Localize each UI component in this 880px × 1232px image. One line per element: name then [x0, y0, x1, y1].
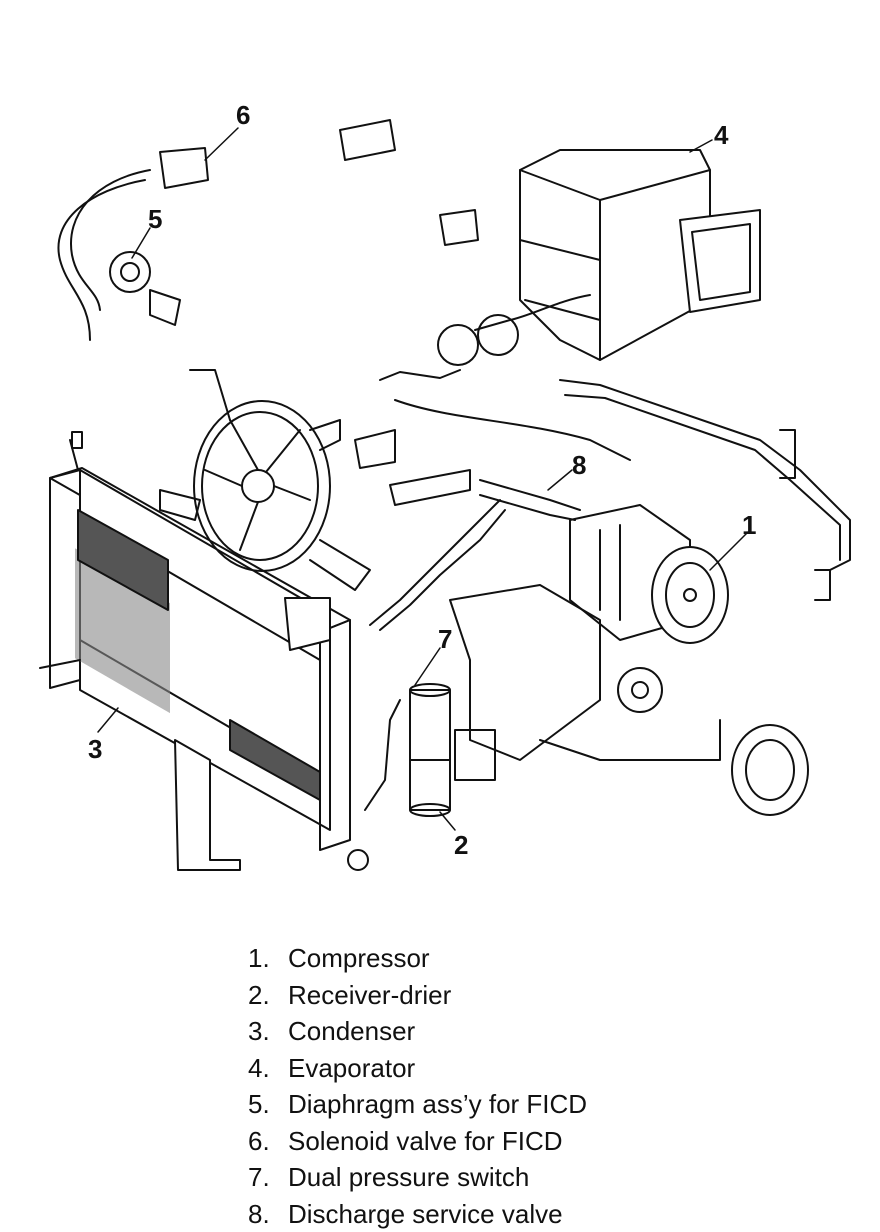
- legend-number: 6.: [248, 1125, 270, 1156]
- callout-5: 5: [148, 204, 163, 234]
- legend-number: 1.: [248, 943, 270, 973]
- legend-label: Evaporator: [288, 1052, 416, 1083]
- callout-8: 8: [572, 450, 587, 480]
- evaporator-drawing: [519, 149, 761, 361]
- receiver-drier-drawing: [409, 683, 496, 817]
- legend-label: Condenser: [288, 1016, 416, 1046]
- callout-2: 2: [454, 830, 469, 860]
- engine-bracket-drawing: [354, 314, 831, 816]
- legend-number: 5.: [248, 1089, 270, 1119]
- legend-item: 6. Solenoid valve for FICD: [248, 1123, 848, 1160]
- callout-7: 7: [438, 624, 453, 654]
- legend-label: Receiver-drier: [288, 979, 452, 1010]
- ac-system-exploded-diagram: [39, 119, 851, 871]
- legend-item: 8. Discharge service valve: [248, 1196, 848, 1232]
- legend-number: 4.: [248, 1052, 270, 1083]
- legend-item: 7. Dual pressure switch: [248, 1159, 848, 1196]
- compressor-drawing: [569, 504, 729, 644]
- legend-label: Dual pressure switch: [288, 1162, 530, 1192]
- legend-item: 1. Compressor: [248, 940, 848, 977]
- legend-item: 3. Condenser: [248, 1013, 848, 1050]
- parts-legend: 1. Compressor 2. Receiver-drier 3. Condense…: [248, 940, 848, 1232]
- legend-label: Solenoid valve for FICD: [288, 1125, 563, 1156]
- legend-number: 2.: [248, 979, 270, 1010]
- legend-number: 8.: [248, 1198, 270, 1229]
- callout-1: 1: [742, 510, 757, 540]
- callout-4: 4: [714, 120, 729, 150]
- ficd-parts-drawing: [57, 119, 479, 341]
- legend-label: Compressor: [288, 943, 430, 973]
- legend-item: 2. Receiver-drier: [248, 977, 848, 1014]
- leader-lines: [97, 127, 749, 831]
- condenser-fan-drawing: [159, 369, 371, 591]
- condenser-drawing: [39, 431, 369, 871]
- legend-item: 4. Evaporator: [248, 1050, 848, 1087]
- legend-label: Discharge service valve: [288, 1198, 563, 1229]
- callout-6: 6: [236, 100, 251, 130]
- legend-number: 7.: [248, 1162, 270, 1192]
- legend-item: 5. Diaphragm ass’y for FICD: [248, 1086, 848, 1123]
- refrigerant-lines-drawing: [364, 294, 851, 811]
- legend-label: Diaphragm ass’y for FICD: [288, 1089, 588, 1119]
- callout-3: 3: [88, 734, 103, 764]
- legend-number: 3.: [248, 1016, 270, 1046]
